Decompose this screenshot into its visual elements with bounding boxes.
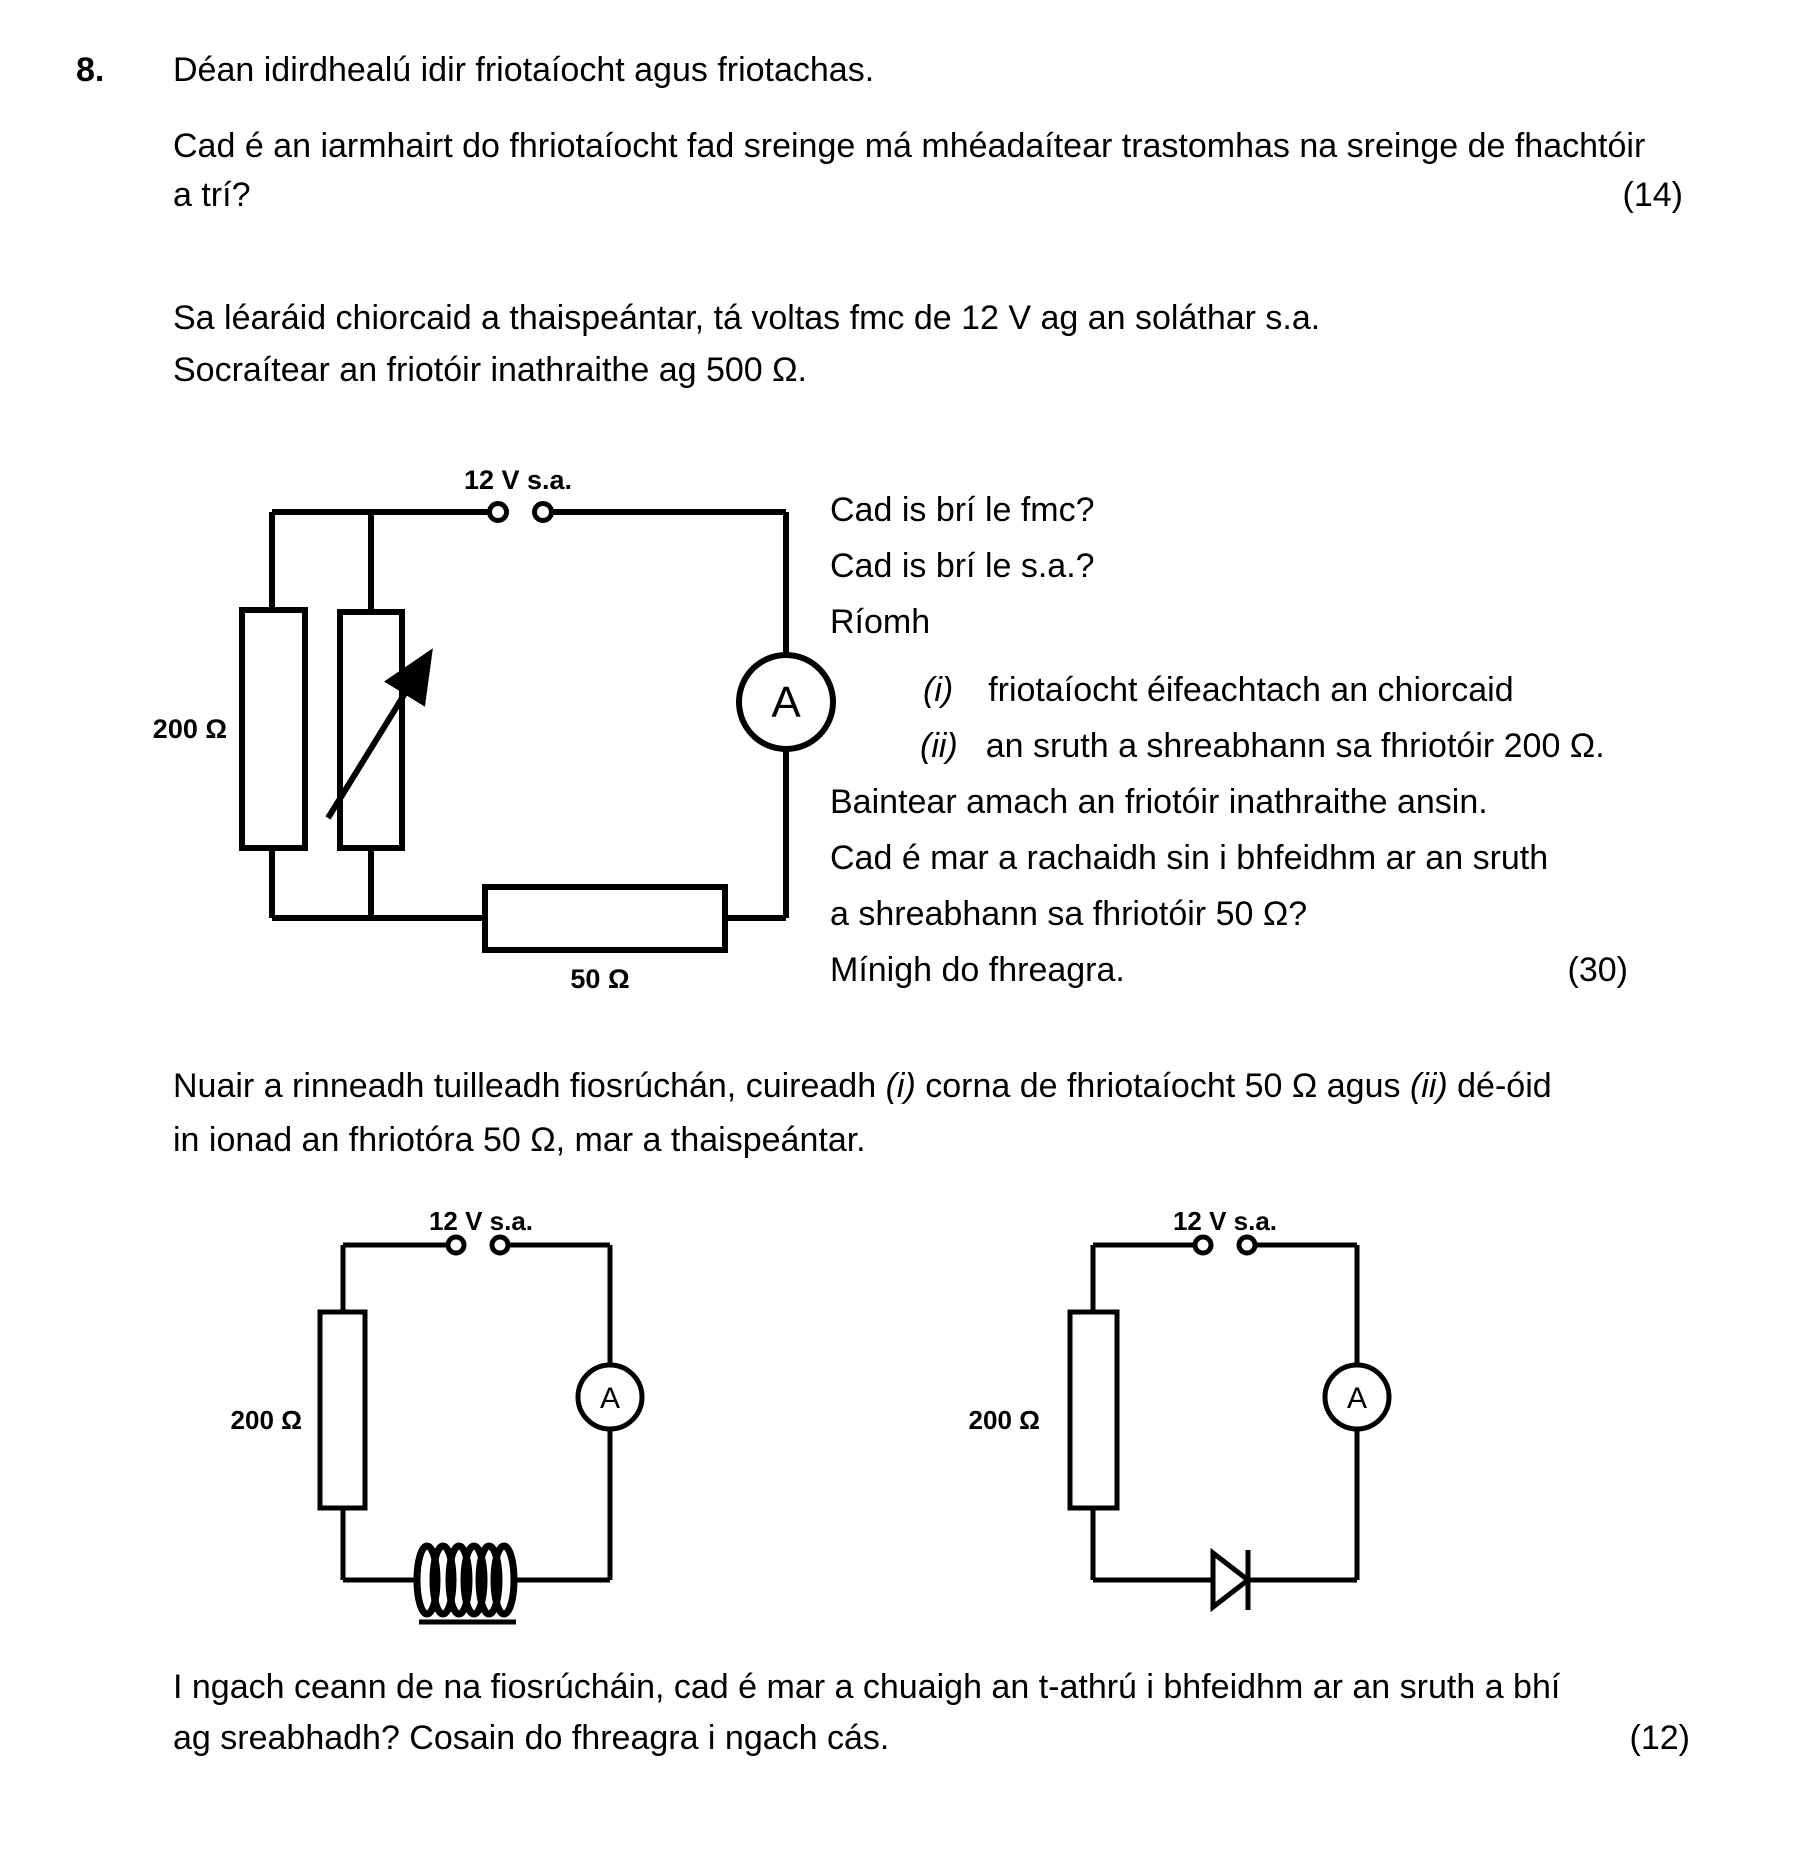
setup-line2: Socraítear an friotóir inathraithe ag 50… bbox=[173, 351, 807, 389]
further-line2: in ionad an fhriotóra 50 Ω, mar a thaisp… bbox=[173, 1121, 866, 1159]
supply-terminals-icon bbox=[445, 1234, 511, 1256]
closing-line1: I ngach ceann de na fiosrúcháin, cad é m… bbox=[173, 1668, 1561, 1706]
supply-label: 12 V s.a. bbox=[1173, 1206, 1277, 1236]
calc-item-2: (ii) an sruth a shreabhann sa fhriotóir 2… bbox=[920, 729, 1605, 763]
ammeter-icon: A bbox=[1322, 1362, 1392, 1432]
resistor-200-icon bbox=[239, 607, 308, 851]
circuit2-wires bbox=[340, 1242, 613, 1583]
calc-item-1: (i) friotaíocht éifeachtach an chiorcaid bbox=[923, 673, 1514, 707]
side-question-explain: Mínigh do fhreagra. bbox=[830, 951, 1125, 989]
item2-text: an sruth a shreabhann sa fhriotóir 200 Ω… bbox=[985, 727, 1605, 765]
setup-line1: Sa léaráid chiorcaid a thaispeántar, tá … bbox=[173, 299, 1321, 337]
item1-marker: (i) bbox=[923, 671, 954, 709]
ammeter-label: A bbox=[1347, 1382, 1367, 1415]
marks-30: (30) bbox=[1567, 951, 1628, 989]
side-question-effect2: a shreabhann sa fhriotóir 50 Ω? bbox=[830, 895, 1308, 933]
further-part2: corna de fhriotaíocht 50 Ω agus bbox=[915, 1067, 1410, 1105]
marks-12: (12) bbox=[1629, 1719, 1690, 1757]
resistor-200-icon bbox=[1067, 1309, 1120, 1511]
resistor-200-label: 200 Ω bbox=[153, 714, 227, 744]
resistivity-question-line2: a trí? bbox=[173, 176, 251, 214]
item2-marker: (ii) bbox=[920, 727, 958, 765]
further-marker1: (i) bbox=[885, 1067, 916, 1105]
coil-icon bbox=[413, 1542, 518, 1625]
further-line1: Nuair a rinneadh tuilleadh fiosrúchán, c… bbox=[173, 1069, 1552, 1103]
side-question-remove: Baintear amach an friotóir inathraithe a… bbox=[830, 783, 1488, 821]
supply-label: 12 V s.a. bbox=[429, 1206, 533, 1236]
resistor-200-label: 200 Ω bbox=[231, 1405, 302, 1435]
circuit3-wires bbox=[1090, 1242, 1360, 1583]
ammeter-label: A bbox=[600, 1382, 620, 1415]
side-question-effect1: Cad é mar a rachaidh sin i bhfeidhm ar a… bbox=[830, 839, 1549, 877]
further-part1: Nuair a rinneadh tuilleadh fiosrúchán, c… bbox=[173, 1067, 886, 1105]
resistor-200-label: 200 Ω bbox=[969, 1405, 1040, 1435]
resistor-50-icon bbox=[482, 884, 728, 953]
supply-terminals-icon bbox=[487, 501, 554, 523]
circuit2-diagram: A 12 V s.a. 200 Ω bbox=[231, 1206, 645, 1625]
resistor-200-icon bbox=[317, 1309, 368, 1511]
marks-14: (14) bbox=[1622, 176, 1683, 214]
side-question-fmc: Cad is brí le fmc? bbox=[830, 491, 1095, 529]
supply-label: 12 V s.a. bbox=[464, 465, 572, 495]
resistivity-question-line1: Cad é an iarmhairt do fhriotaíocht fad s… bbox=[173, 127, 1646, 165]
circuit3-diagram: A 12 V s.a. 200 Ω bbox=[969, 1206, 1392, 1613]
diode-icon bbox=[1210, 1547, 1253, 1613]
circuit1-diagram: A 12 V s.a. 200 Ω 50 Ω bbox=[153, 465, 836, 994]
ammeter-label: A bbox=[771, 678, 801, 727]
ammeter-icon: A bbox=[575, 1362, 645, 1432]
side-question-calc: Ríomh bbox=[830, 603, 931, 641]
side-question-sa: Cad is brí le s.a.? bbox=[830, 547, 1095, 585]
further-marker2: (ii) bbox=[1409, 1067, 1448, 1105]
supply-terminals-icon bbox=[1192, 1234, 1258, 1256]
closing-line2: ag sreabhadh? Cosain do fhreagra i ngach… bbox=[173, 1719, 890, 1757]
item1-text: friotaíocht éifeachtach an chiorcaid bbox=[988, 671, 1514, 709]
further-part3: dé-óid bbox=[1447, 1067, 1552, 1105]
resistor-50-label: 50 Ω bbox=[570, 964, 629, 994]
ammeter-icon: A bbox=[736, 652, 836, 752]
circuit1-wires bbox=[269, 509, 789, 921]
question-number: 8. bbox=[76, 51, 105, 89]
variable-resistor-icon bbox=[325, 609, 433, 851]
question-intro: Déan idirdhealú idir friotaíocht agus fr… bbox=[173, 51, 875, 89]
